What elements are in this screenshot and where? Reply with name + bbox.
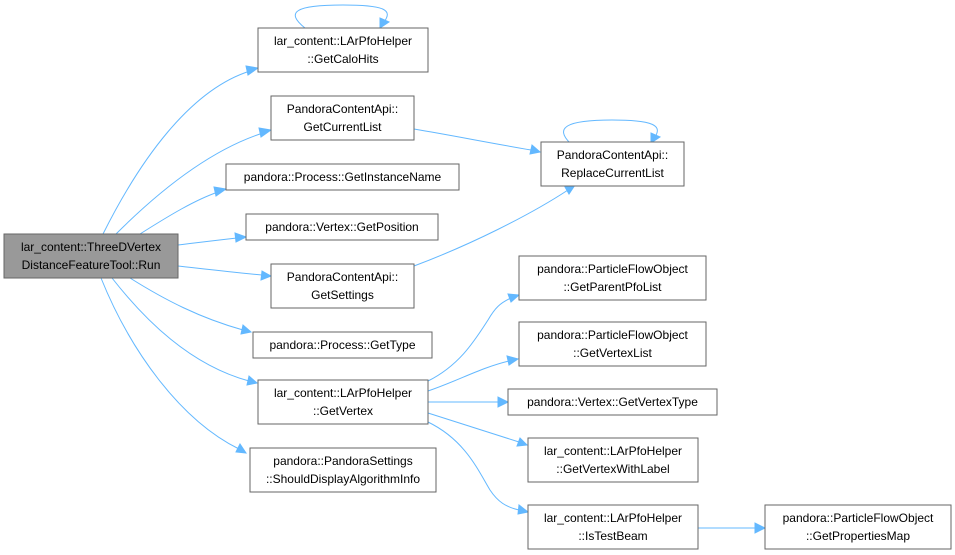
- edge-getcalohits-self: [294, 4, 391, 29]
- node-label-line-1: PandoraContentApi::: [287, 270, 398, 284]
- node-particleflowobject-getvertexlist[interactable]: pandora::ParticleFlowObject ::GetVertexL…: [518, 321, 707, 367]
- node-process-gettype[interactable]: pandora::Process::GetType: [252, 331, 433, 359]
- edge-run-to-getcalohits: [102, 65, 260, 235]
- nodes: lar_content::ThreeDVertex DistanceFeatur…: [3, 27, 952, 550]
- node-threedvertex-distancefeaturetool-run[interactable]: lar_content::ThreeDVertex DistanceFeatur…: [3, 233, 179, 279]
- node-label-line-2: ::GetVertexList: [573, 346, 652, 360]
- edge-getvertex-to-istestbeam: [427, 421, 530, 515]
- node-label-line-1: pandora::ParticleFlowObject: [783, 511, 934, 525]
- node-label-line-2: ReplaceCurrentList: [561, 166, 664, 180]
- node-label-line-1: pandora::ParticleFlowObject: [537, 328, 688, 342]
- edge-run-to-getvertex: [111, 277, 259, 386]
- node-label-line-2: ::GetPropertiesMap: [806, 529, 910, 543]
- node-label-line-2: GetCurrentList: [303, 120, 382, 134]
- node-particleflowobject-getparentpfolist[interactable]: pandora::ParticleFlowObject ::GetParentP…: [518, 255, 707, 301]
- node-vertex-getvertextype[interactable]: pandora::Vertex::GetVertexType: [507, 388, 718, 416]
- node-larpfohelper-getvertex[interactable]: lar_content::LArPfoHelper ::GetVertex: [257, 379, 429, 425]
- edge-replacecurrentlist-self: [563, 119, 662, 144]
- node-label-line-1: lar_content::LArPfoHelper: [274, 386, 412, 400]
- node-pandoracontentapi-getcurrentlist[interactable]: PandoraContentApi:: GetCurrentList: [270, 95, 415, 141]
- node-label-line-1: pandora::ParticleFlowObject: [537, 262, 688, 276]
- node-larpfohelper-getcalohits[interactable]: lar_content::LArPfoHelper ::GetCaloHits: [257, 27, 429, 73]
- node-label-line-2: DistanceFeatureTool::Run: [22, 258, 161, 272]
- node-label-line-1: pandora::Vertex::GetVertexType: [527, 395, 698, 409]
- node-label-line-2: ::GetParentPfoList: [563, 280, 662, 294]
- node-label-line-2: GetSettings: [311, 288, 374, 302]
- edge-run-to-getcurrentlist: [115, 127, 273, 235]
- node-vertex-getposition[interactable]: pandora::Vertex::GetPosition: [245, 213, 439, 241]
- edge-run-to-getsettings: [177, 265, 273, 281]
- node-process-getinstancename[interactable]: pandora::Process::GetInstanceName: [225, 163, 460, 191]
- edge-run-to-shoulddisplay: [100, 277, 248, 454]
- edge-getvertex-to-getvertexlist: [427, 355, 520, 392]
- edge-run-to-gettype: [129, 277, 253, 335]
- node-larpfohelper-istestbeam[interactable]: lar_content::LArPfoHelper ::IsTestBeam: [527, 504, 699, 550]
- edge-getvertex-to-getvertexwithlabel: [427, 412, 529, 447]
- edge-getcurrentlist-to-replacecurrentlist: [413, 128, 542, 155]
- node-label-line-1: PandoraContentApi::: [287, 102, 398, 116]
- node-label-line-1: pandora::Vertex::GetPosition: [265, 220, 418, 234]
- node-label-line-2: ::GetVertex: [313, 404, 373, 418]
- node-label-line-1: lar_content::LArPfoHelper: [274, 34, 412, 48]
- edges: [100, 4, 767, 534]
- node-label-line-2: ::GetCaloHits: [307, 52, 378, 66]
- node-pandoracontentapi-replacecurrentlist[interactable]: PandoraContentApi:: ReplaceCurrentList: [540, 141, 685, 187]
- node-label-line-1: pandora::Process::GetInstanceName: [244, 170, 442, 184]
- node-pandorasettings-shoulddisplayalgorithminfo[interactable]: pandora::PandoraSettings ::ShouldDisplay…: [249, 447, 437, 493]
- edge-getvertex-to-getparentpfolist: [427, 293, 521, 382]
- node-label-line-2: ::GetVertexWithLabel: [556, 462, 669, 476]
- node-label-line-1: lar_content::ThreeDVertex: [21, 240, 161, 254]
- edge-run-to-getposition: [177, 232, 248, 246]
- node-label-line-1: lar_content::LArPfoHelper: [544, 444, 682, 458]
- node-label-line-2: ::IsTestBeam: [578, 529, 647, 543]
- node-larpfohelper-getvertexwithlabel[interactable]: lar_content::LArPfoHelper ::GetVertexWit…: [527, 437, 699, 483]
- edge-run-to-getinstancename: [139, 186, 228, 235]
- node-label-line-1: pandora::Process::GetType: [269, 338, 415, 352]
- node-label-line-1: pandora::PandoraSettings: [273, 454, 412, 468]
- node-pandoracontentapi-getsettings[interactable]: PandoraContentApi:: GetSettings: [270, 263, 415, 309]
- node-label-line-2: ::ShouldDisplayAlgorithmInfo: [266, 472, 420, 486]
- node-label-line-1: lar_content::LArPfoHelper: [544, 511, 682, 525]
- node-label-line-1: PandoraContentApi::: [557, 148, 668, 162]
- node-particleflowobject-getpropertiesmap[interactable]: pandora::ParticleFlowObject ::GetPropert…: [764, 504, 952, 550]
- edge-istestbeam-to-getpropertiesmap: [697, 522, 767, 534]
- edge-getvertex-to-getvertextype: [428, 396, 510, 408]
